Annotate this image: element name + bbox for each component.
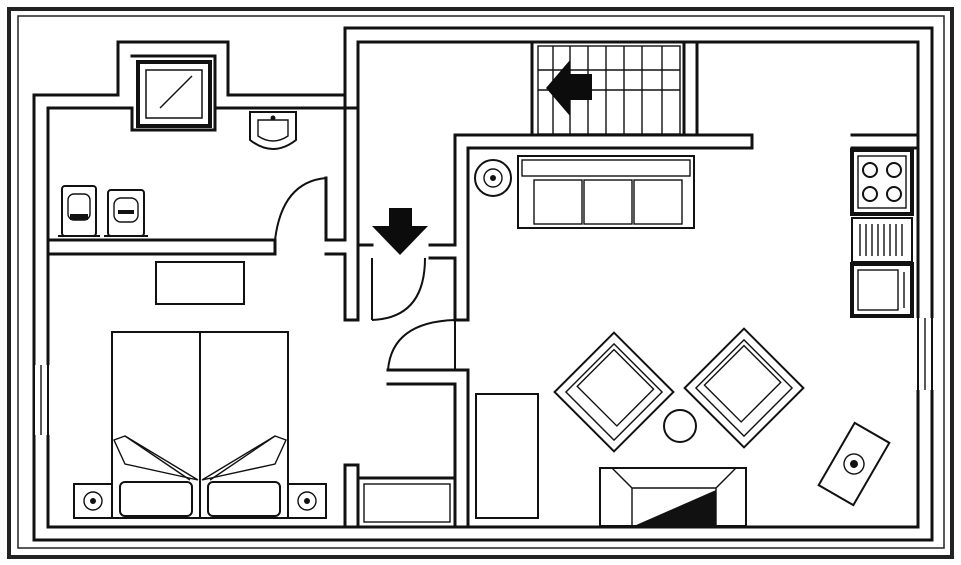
exterior-walls	[32, 26, 934, 542]
living-door	[387, 319, 456, 371]
sofa	[517, 155, 695, 229]
entry-arrow-down	[372, 208, 428, 255]
bathroom-door	[274, 177, 327, 241]
nightstand-right	[287, 483, 327, 519]
sink	[850, 262, 914, 318]
stair-arrow-left	[546, 60, 592, 116]
coffee-table	[663, 409, 697, 443]
double-bed	[111, 331, 289, 519]
left-window	[33, 365, 50, 435]
nightstand-left	[73, 483, 113, 519]
fireplace	[599, 467, 747, 527]
cooktop	[850, 148, 914, 216]
side-lamp	[817, 421, 891, 507]
tv-unit	[475, 393, 539, 519]
bidet	[104, 189, 148, 237]
toilet	[58, 185, 100, 237]
wardrobe	[155, 261, 245, 305]
closet	[363, 483, 451, 523]
outer-frame	[7, 7, 954, 559]
interior-walls	[46, 40, 920, 529]
hall-door	[371, 257, 426, 321]
floor-lamp	[474, 159, 512, 197]
armchair-left	[553, 331, 675, 453]
armchair-right	[683, 327, 805, 449]
right-window	[916, 318, 934, 390]
washbasin	[249, 111, 297, 150]
shower	[136, 60, 212, 128]
dish-rack	[851, 217, 913, 263]
